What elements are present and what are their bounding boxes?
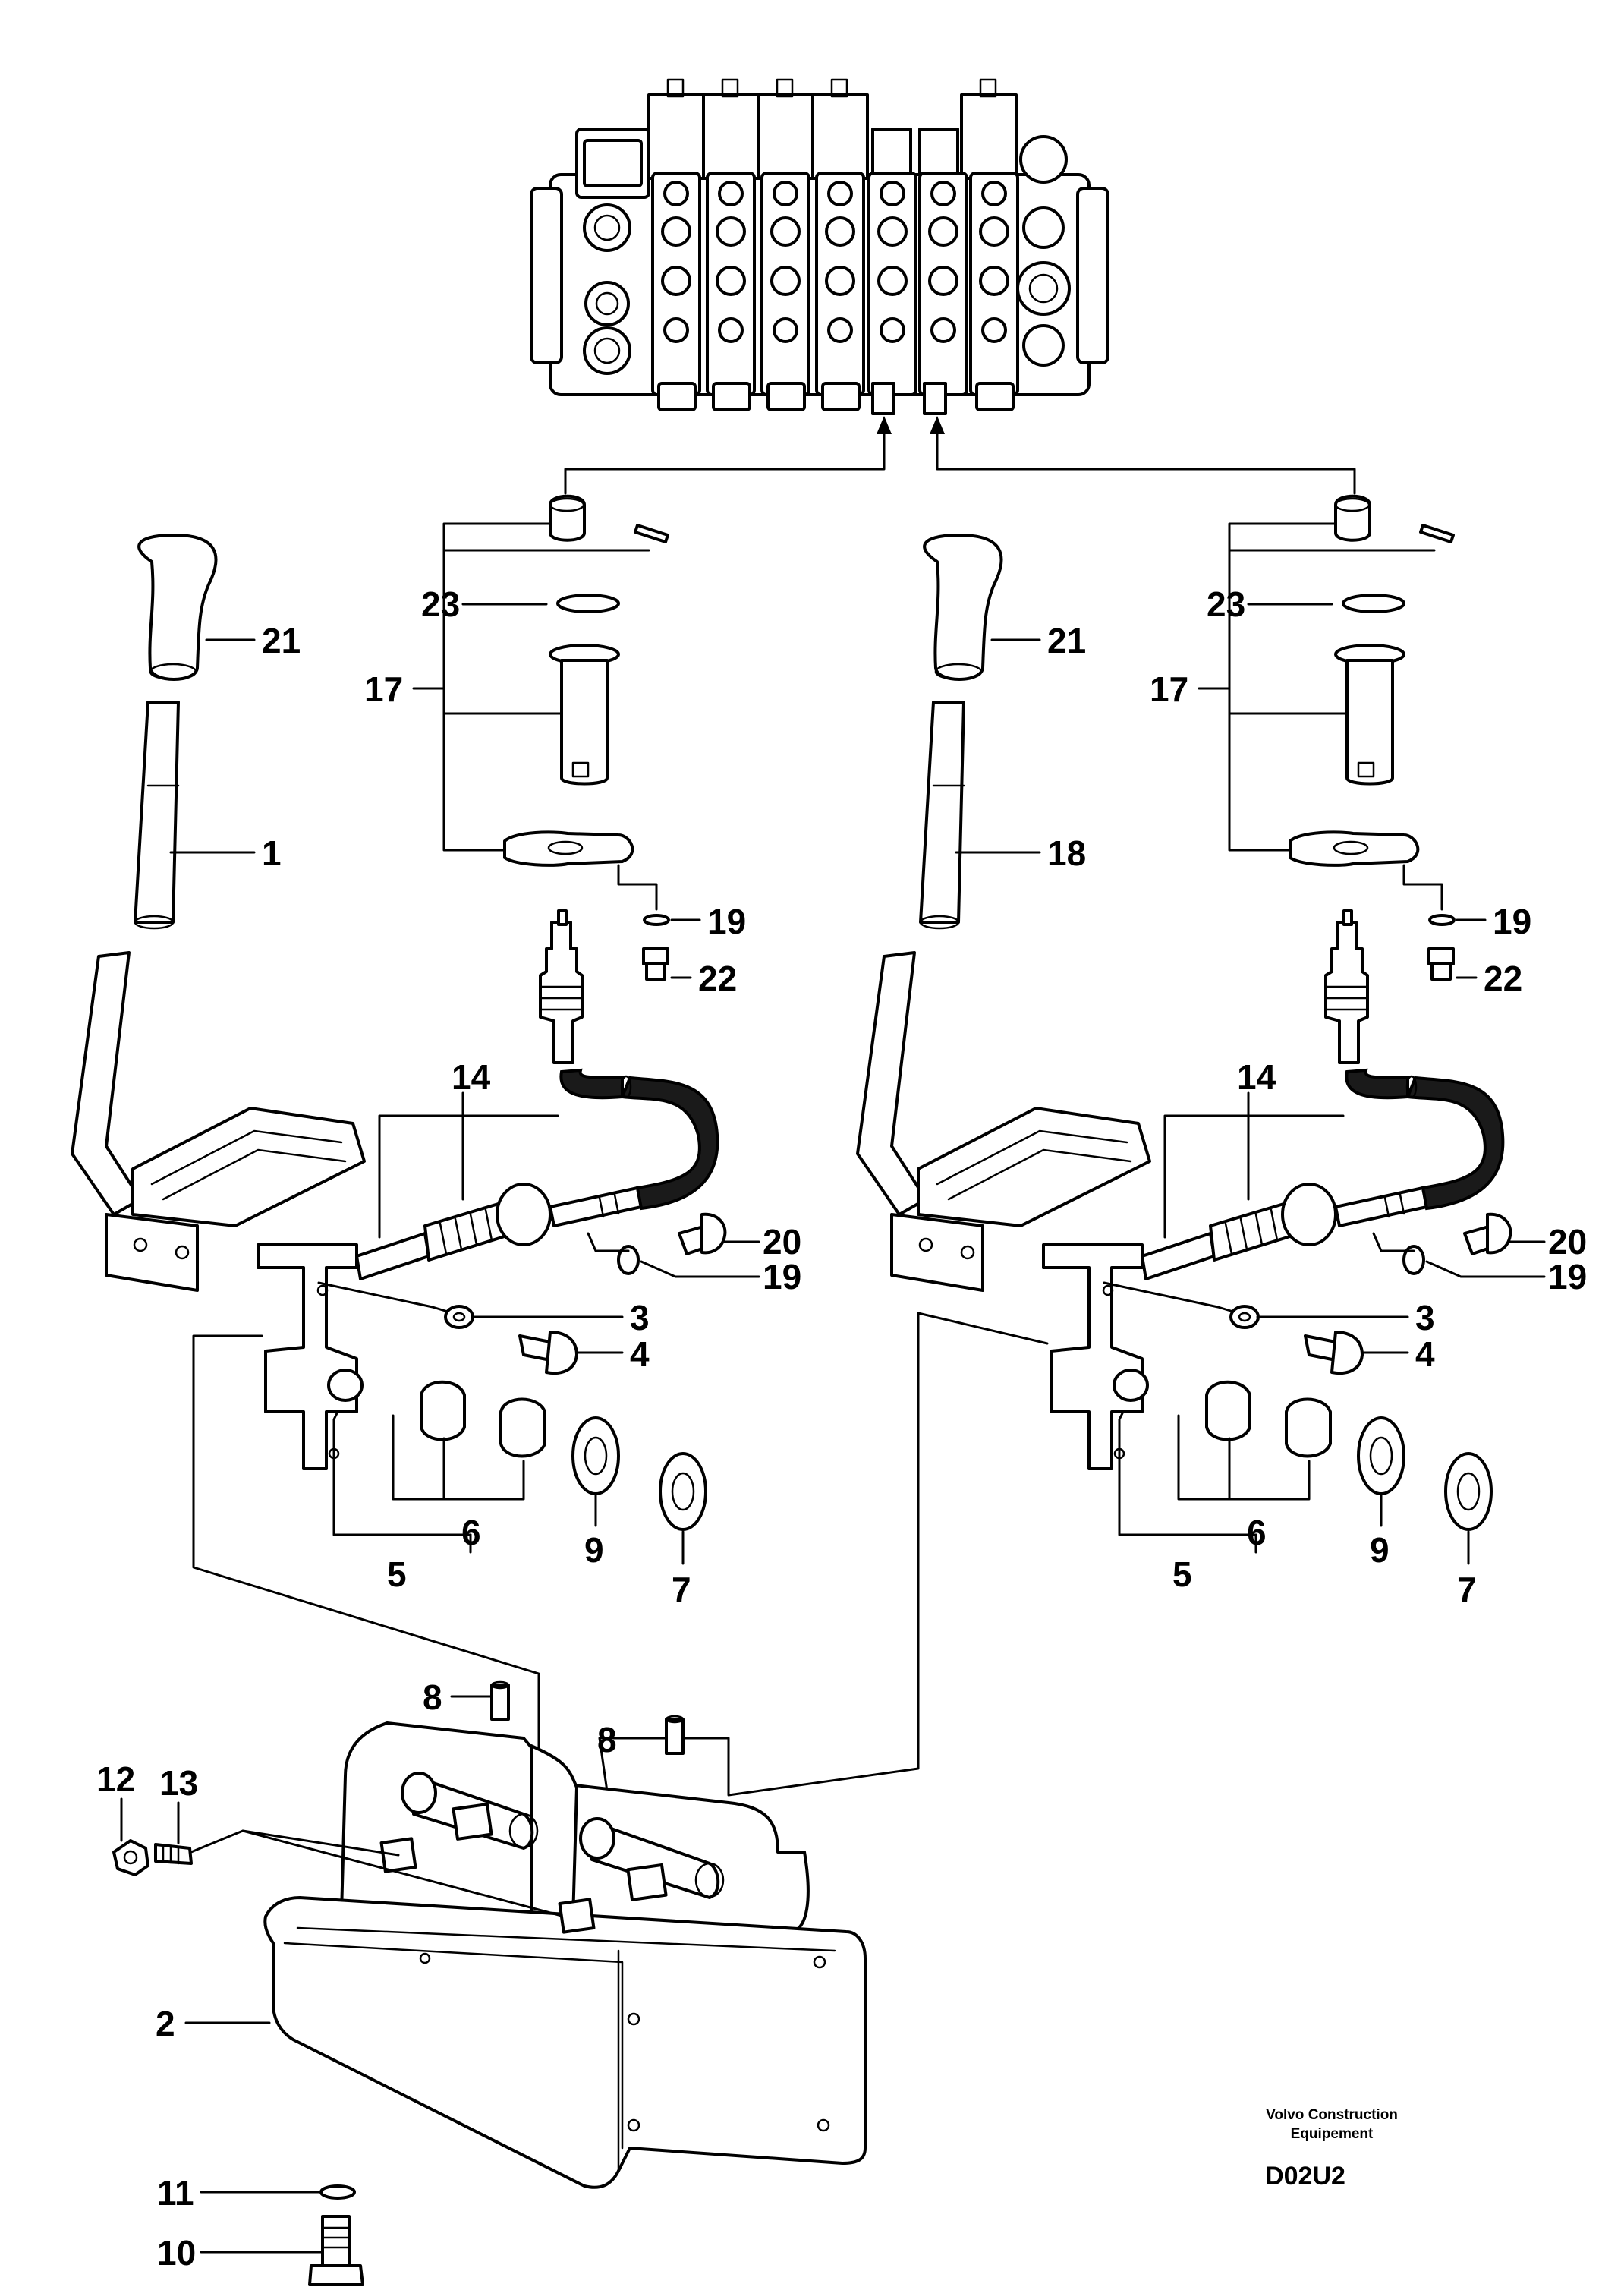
flange-plate	[1289, 830, 1420, 867]
label-23-right: 23	[1207, 584, 1245, 624]
bolt	[1427, 947, 1455, 965]
label-1: 1	[262, 833, 282, 873]
label-4-right: 4	[1415, 1334, 1435, 1374]
label-19a-left: 19	[707, 902, 746, 941]
lever-lower	[856, 951, 927, 1216]
drawing-code: D02U2	[1265, 2162, 1345, 2191]
bushing	[499, 1397, 546, 1458]
guide-sleeve	[1345, 659, 1394, 786]
label-19b-left: 19	[763, 1257, 801, 1296]
cable-routing-arrows	[564, 416, 1356, 495]
label-3-left: 3	[630, 1298, 650, 1337]
washer	[659, 1452, 707, 1531]
bolt	[642, 947, 669, 965]
label-14-right: 14	[1237, 1057, 1276, 1097]
footer-credit: Volvo Construction Equipement D02U2	[1265, 2107, 1398, 2191]
label-8b: 8	[597, 1720, 617, 1759]
washer	[319, 2184, 356, 2200]
label-20-left: 20	[763, 1222, 801, 1262]
label-5-left: 5	[387, 1554, 407, 1594]
pedal-plate	[917, 1107, 1151, 1227]
label-22-right: 22	[1484, 959, 1522, 998]
label-4-left: 4	[630, 1334, 650, 1374]
washer	[1402, 1245, 1425, 1275]
cable-fitting	[539, 921, 584, 1064]
washer	[643, 914, 670, 926]
control-cable	[1141, 1232, 1216, 1280]
washer	[617, 1245, 640, 1275]
cable-fitting	[1324, 921, 1369, 1064]
label-20-right: 20	[1548, 1222, 1587, 1262]
flange-plate	[503, 830, 634, 867]
label-21-left: 21	[262, 621, 301, 660]
label-10: 10	[157, 2233, 196, 2273]
o-ring	[556, 594, 620, 613]
label-6-right: 6	[1247, 1513, 1267, 1552]
label-8a: 8	[423, 1677, 442, 1717]
label-23-left: 23	[421, 584, 460, 624]
knob	[137, 534, 218, 681]
lever-upper	[134, 701, 180, 924]
nut	[112, 1839, 149, 1876]
bushing	[1285, 1397, 1332, 1458]
right-control-assembly: 21 18 23 17 19 22 14 20 19 3 4 6 5 9 7	[598, 494, 1587, 1797]
label-7-right: 7	[1457, 1570, 1477, 1609]
label-12: 12	[96, 1759, 135, 1799]
washer	[444, 1305, 474, 1329]
bolt	[321, 2215, 351, 2267]
label-5-right: 5	[1172, 1554, 1192, 1594]
label-9-right: 9	[1370, 1530, 1390, 1570]
label-17-right: 17	[1150, 669, 1188, 709]
label-9-left: 9	[584, 1530, 604, 1570]
label-21-right: 21	[1047, 621, 1086, 660]
bushing	[420, 1380, 466, 1441]
label-19a-right: 19	[1493, 902, 1531, 941]
mounting-bracket: 8 8 12 13 2 11 10	[96, 1677, 867, 2286]
pin	[665, 1718, 685, 1755]
brand-line-1: Volvo Construction	[1266, 2107, 1398, 2123]
control-cable	[355, 1232, 430, 1280]
knob	[923, 534, 1003, 681]
lever-upper	[919, 701, 965, 924]
label-6-left: 6	[461, 1513, 481, 1552]
label-22-left: 22	[698, 959, 737, 998]
pin	[490, 1684, 510, 1721]
pivot-bracket	[1042, 1243, 1144, 1470]
pedal-plate	[131, 1107, 366, 1227]
washer	[1357, 1416, 1405, 1495]
label-19b-right: 19	[1548, 1257, 1587, 1296]
label-3-right: 3	[1415, 1298, 1435, 1337]
o-ring	[1342, 594, 1405, 613]
washer	[571, 1416, 620, 1495]
cable-cap	[1334, 494, 1371, 542]
set-screw	[154, 1843, 193, 1865]
cable-cap	[549, 494, 586, 542]
label-2: 2	[156, 2004, 175, 2043]
washer	[1444, 1452, 1493, 1531]
label-13: 13	[159, 1763, 198, 1803]
pivot-bracket	[257, 1243, 358, 1470]
washer	[1428, 914, 1456, 926]
guide-sleeve	[560, 659, 609, 786]
control-valve-block	[530, 78, 1109, 415]
label-11: 11	[157, 2173, 194, 2213]
label-14-left: 14	[452, 1057, 491, 1097]
label-17-left: 17	[364, 669, 403, 709]
lever-lower	[71, 951, 142, 1216]
washer	[1229, 1305, 1260, 1329]
left-control-assembly: 21 1 23 17 19 22 14 20 19 3 4 6 5 9 7	[71, 494, 801, 1804]
bushing	[1205, 1380, 1251, 1441]
label-7-left: 7	[672, 1570, 691, 1609]
label-18: 18	[1047, 833, 1086, 873]
cable-sleeve	[1405, 1076, 1505, 1211]
brand-line-2: Equipement	[1291, 2126, 1374, 2142]
cable-sleeve	[620, 1076, 719, 1211]
